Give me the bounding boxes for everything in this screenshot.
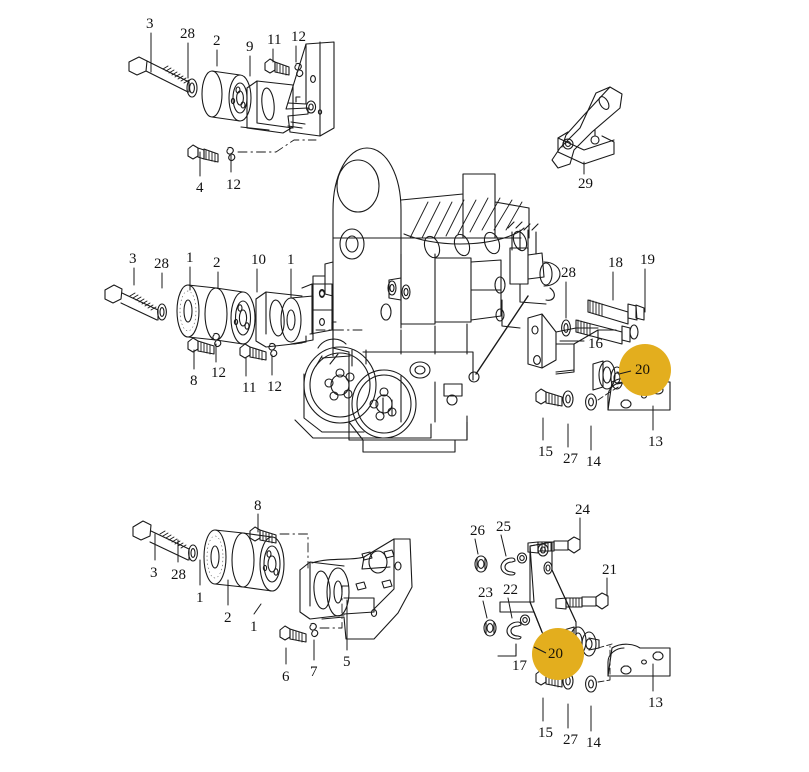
part-number-label-9: 9 bbox=[246, 39, 254, 55]
part-number-label-14: 14 bbox=[586, 454, 601, 470]
part-number-label-3: 3 bbox=[129, 251, 137, 267]
part-number-label-18: 18 bbox=[608, 255, 623, 271]
highlight-circle-20 bbox=[532, 628, 584, 680]
part-number-label-5: 5 bbox=[343, 654, 351, 670]
part-number-label-28: 28 bbox=[561, 265, 576, 281]
part-number-label-7: 7 bbox=[310, 664, 318, 680]
part-number-label-2: 2 bbox=[213, 255, 221, 271]
part-number-label-15: 15 bbox=[538, 444, 553, 460]
part-number-label-19: 19 bbox=[640, 252, 655, 268]
part-number-label-2: 2 bbox=[224, 610, 232, 626]
part-number-label-12: 12 bbox=[267, 379, 282, 395]
part-number-label-13: 13 bbox=[648, 434, 663, 450]
part-number-label-25: 25 bbox=[496, 519, 511, 535]
part-number-label-23: 23 bbox=[478, 585, 493, 601]
part-number-label-26: 26 bbox=[470, 523, 485, 539]
part-number-label-1: 1 bbox=[186, 250, 194, 266]
part-number-label-3: 3 bbox=[146, 16, 154, 32]
part-number-label-6: 6 bbox=[282, 669, 290, 685]
part-number-label-28: 28 bbox=[180, 26, 195, 42]
part-number-label-1: 1 bbox=[250, 619, 258, 635]
part-number-label-22: 22 bbox=[503, 582, 518, 598]
part-number-label-4: 4 bbox=[196, 180, 204, 196]
part-number-label-12: 12 bbox=[226, 177, 241, 193]
part-number-label-28: 28 bbox=[171, 567, 186, 583]
part-number-label-10: 10 bbox=[251, 252, 266, 268]
highlighted-part-number-20: 20 bbox=[548, 646, 563, 662]
part-number-label-13: 13 bbox=[648, 695, 663, 711]
part-number-label-1: 1 bbox=[287, 252, 295, 268]
part-number-label-24: 24 bbox=[575, 502, 590, 518]
part-number-label-17: 17 bbox=[512, 658, 527, 674]
highlight-circle-20 bbox=[619, 344, 671, 396]
part-number-label-12: 12 bbox=[211, 365, 226, 381]
part-number-label-14: 14 bbox=[586, 735, 601, 751]
part-number-label-28: 28 bbox=[154, 256, 169, 272]
part-number-label-11: 11 bbox=[242, 380, 257, 396]
part-number-label-8: 8 bbox=[190, 373, 198, 389]
part-number-label-11: 11 bbox=[267, 32, 282, 48]
part-number-label-12: 12 bbox=[291, 29, 306, 45]
part-number-label-27: 27 bbox=[563, 732, 578, 748]
highlighted-part-number-20: 20 bbox=[635, 362, 650, 378]
part-number-label-21: 21 bbox=[602, 562, 617, 578]
part-number-label-15: 15 bbox=[538, 725, 553, 741]
part-number-label-8: 8 bbox=[254, 498, 262, 514]
part-number-label-29: 29 bbox=[578, 176, 593, 192]
part-number-label-3: 3 bbox=[150, 565, 158, 581]
part-number-label-1: 1 bbox=[196, 590, 204, 606]
part-number-label-2: 2 bbox=[213, 33, 221, 49]
part-number-label-27: 27 bbox=[563, 451, 578, 467]
part-number-label-16: 16 bbox=[588, 336, 603, 352]
